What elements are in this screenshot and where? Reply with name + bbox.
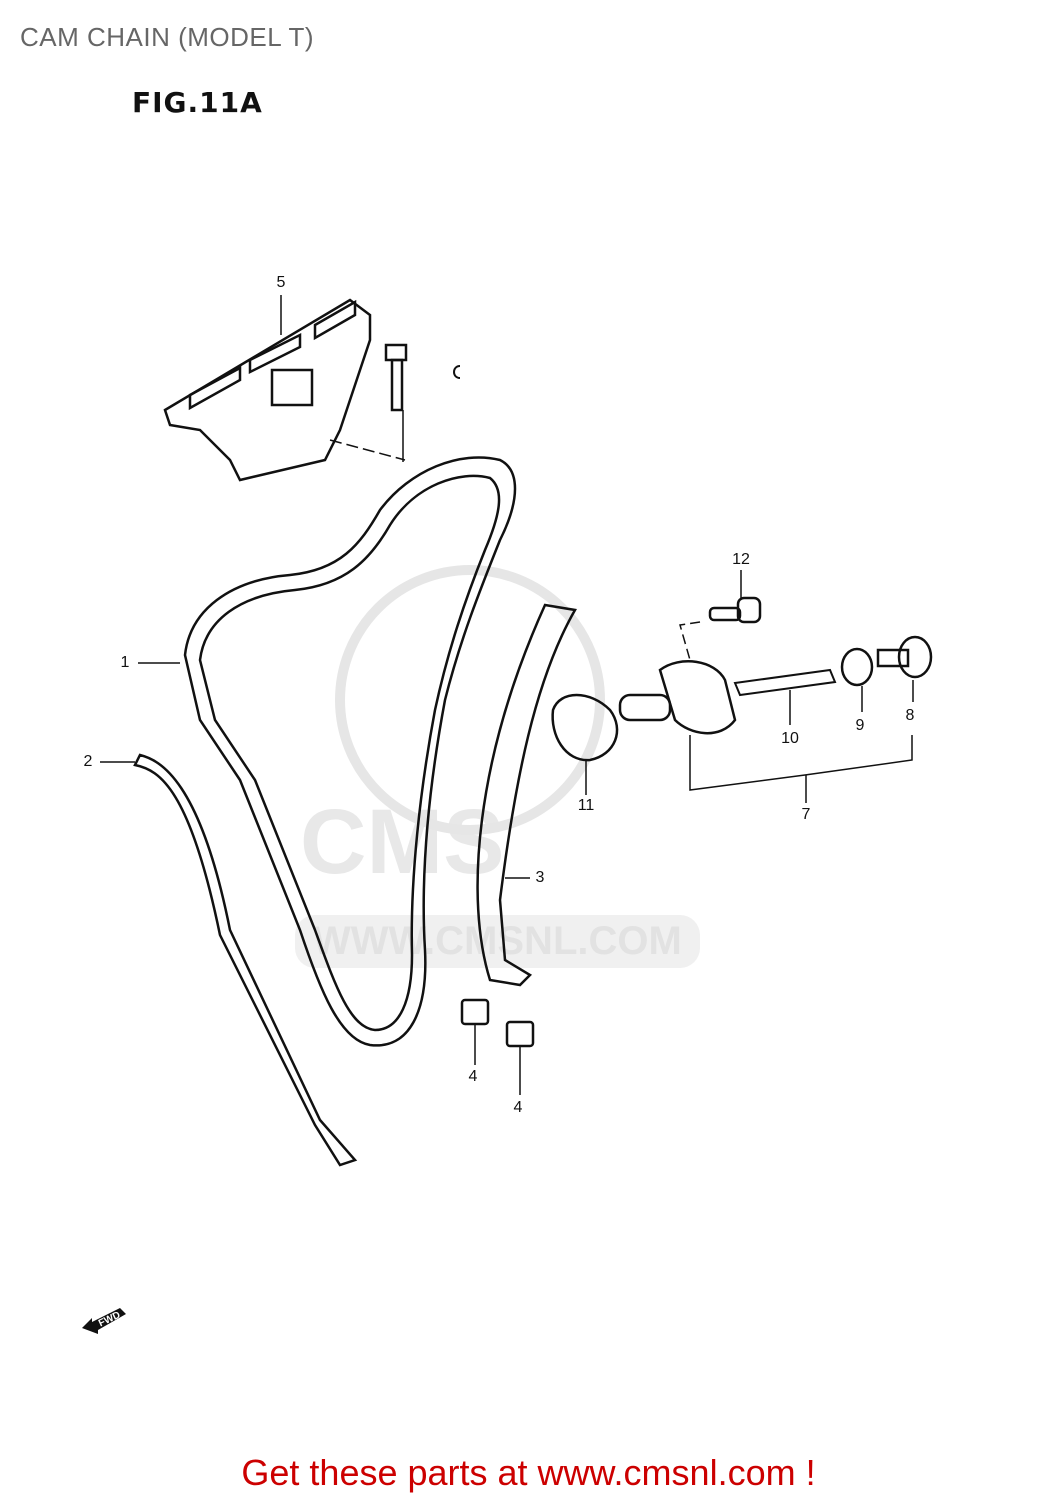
callout-4a: 4 [468, 1068, 478, 1085]
part-9-washer [840, 647, 874, 687]
callout-5: 5 [276, 274, 286, 291]
fwd-arrow-icon: FWD [80, 1300, 130, 1340]
callout-4b: 4 [513, 1099, 523, 1116]
part-4-damper-b [505, 1020, 535, 1048]
callout-10: 10 [781, 730, 799, 747]
callout-11: 11 [577, 797, 595, 814]
part-1-cam-chain [183, 456, 517, 1047]
part-4-damper-a [460, 998, 490, 1026]
part-5-upper-guide [163, 295, 406, 482]
callout-3: 3 [535, 869, 545, 886]
page-title: CAM CHAIN (MODEL T) [20, 22, 315, 52]
callout-9: 9 [855, 717, 865, 734]
part-10-spring [733, 668, 837, 697]
callout-8: 8 [905, 707, 915, 724]
callout-2: 2 [83, 753, 93, 770]
part-7-tensioner-assembly [618, 660, 913, 803]
watermark-url: WWW.CMSNL.COM [295, 915, 700, 968]
part-3-chain-guide [476, 603, 577, 987]
part-8-cap [876, 635, 933, 679]
callout-1: 1 [120, 654, 130, 671]
part-bolt [384, 343, 408, 462]
part-11-gasket [551, 693, 619, 762]
part-2-tensioner-guide [133, 753, 358, 1167]
figure-label: FIG.11A [132, 86, 263, 119]
part-12-bolt [679, 570, 762, 661]
callout-12: 12 [732, 551, 750, 568]
callout-7: 7 [801, 806, 811, 823]
svg-text:FWD: FWD [97, 1310, 122, 1330]
footer-cta[interactable]: Get these parts at www.cmsnl.com ! [241, 1452, 816, 1493]
